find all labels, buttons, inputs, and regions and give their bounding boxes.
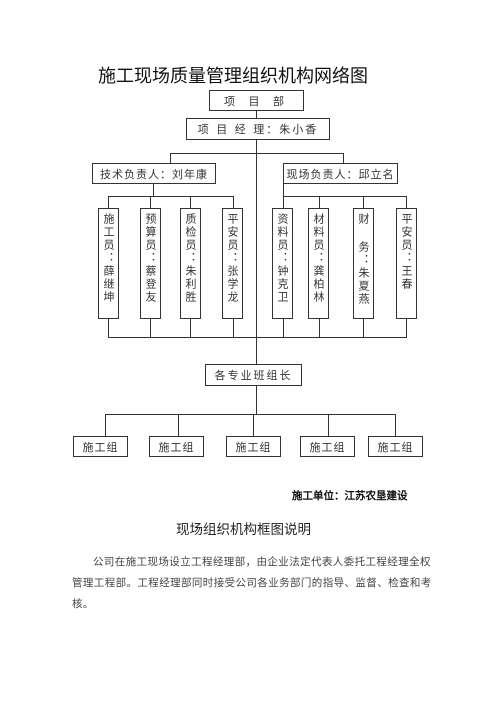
connector — [283, 196, 407, 197]
staff-box: 平安员：张学龙 — [222, 208, 243, 319]
connector — [256, 337, 257, 364]
connector — [283, 184, 284, 196]
connector — [233, 319, 234, 337]
staff-box: 财 务：朱夏燕 — [353, 208, 374, 319]
staff-label: 平安员：王春 — [400, 213, 413, 291]
page-title: 施工现场质量管理组织机构网络图 — [98, 66, 368, 87]
connector — [150, 319, 151, 337]
connector — [178, 414, 179, 436]
tech-lead-box: 技术负责人：刘年康 — [92, 163, 216, 184]
connector — [190, 319, 191, 337]
staff-label: 财 务：朱夏燕 — [357, 213, 370, 306]
connector — [406, 196, 407, 208]
staff-box: 平安员：王春 — [396, 208, 417, 319]
group-box: 施工组 — [368, 436, 423, 457]
staff-box: 材料员：龚柏林 — [308, 208, 329, 319]
connector — [108, 196, 109, 208]
group-box: 施工组 — [300, 436, 355, 457]
connector — [108, 337, 407, 338]
connector — [363, 319, 364, 337]
connector — [105, 414, 106, 436]
description-paragraph: 公司在施工现场设立工程经理部，由企业法定代表人委托工程经理全权管理工程部。工程经… — [72, 556, 432, 610]
connector — [363, 196, 364, 208]
staff-box: 预算员：蔡登友 — [140, 208, 161, 319]
team-leader-box: 各专业班组长 — [205, 364, 302, 386]
project-dept-box: 项 目 部 — [209, 90, 304, 111]
connector — [150, 196, 151, 208]
connector — [256, 110, 257, 119]
connector — [170, 153, 343, 154]
construction-unit: 施工单位：江苏农垦建设 — [292, 490, 408, 502]
staff-box: 资料员：钟克卫 — [272, 208, 293, 319]
connector — [283, 196, 284, 208]
connector — [153, 184, 154, 196]
group-box: 施工组 — [149, 436, 204, 457]
connector — [283, 319, 284, 337]
staff-box: 质检员：朱利胜 — [180, 208, 201, 319]
connector — [328, 414, 329, 436]
staff-label: 施工员：薛继坤 — [102, 213, 115, 304]
connector — [256, 386, 257, 414]
group-box: 施工组 — [226, 436, 281, 457]
connector — [343, 153, 344, 163]
connector — [233, 196, 234, 208]
staff-label: 预算员：蔡登友 — [144, 213, 157, 304]
project-manager-box: 项 目 经 理：朱小香 — [186, 118, 330, 140]
site-lead-box: 现场负责人：邱立名 — [283, 163, 398, 184]
connector — [108, 196, 234, 197]
connector — [395, 414, 396, 436]
connector — [105, 414, 396, 415]
connector — [170, 153, 171, 163]
connector — [319, 319, 320, 337]
connector — [256, 140, 257, 337]
staff-label: 材料员：龚柏林 — [312, 213, 325, 304]
connector — [190, 196, 191, 208]
group-box: 施工组 — [73, 436, 128, 457]
staff-label: 质检员：朱利胜 — [184, 213, 197, 304]
connector — [406, 319, 407, 337]
section-subtitle: 现场组织机构框图说明 — [176, 522, 311, 538]
connector — [108, 319, 109, 337]
staff-label: 资料员：钟克卫 — [276, 213, 289, 304]
staff-label: 平安员：张学龙 — [226, 213, 239, 304]
connector — [253, 414, 254, 436]
connector — [319, 196, 320, 208]
staff-box: 施工员：薛继坤 — [98, 208, 119, 319]
